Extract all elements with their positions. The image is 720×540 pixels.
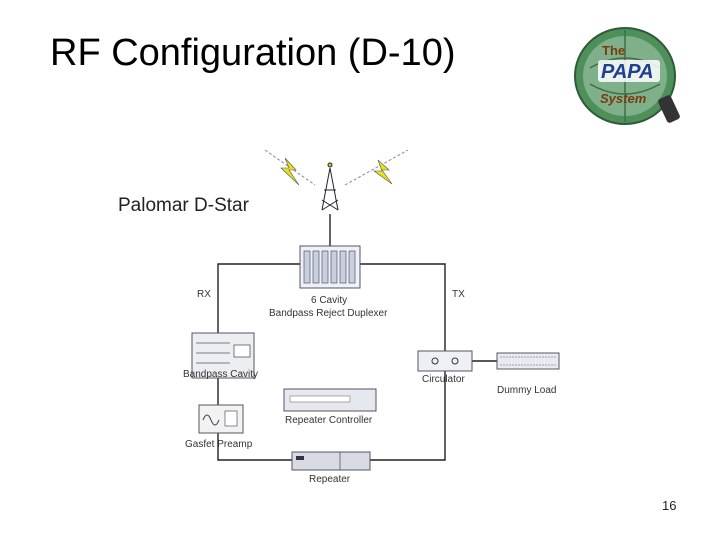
repeater-controller-icon [283,388,377,412]
bandpass-label: Bandpass Cavity [183,369,258,380]
preamp-label: Gasfet Preamp [185,439,253,450]
circulator-label: Circulator [422,374,465,385]
controller-label: Repeater Controller [285,415,373,426]
tx-label: TX [452,289,465,300]
signal-lightning-icon [344,149,409,186]
signal-lightning-icon [264,149,316,186]
circulator-icon [417,350,473,372]
slide-title: RF Configuration (D-10) [50,32,456,74]
logo-text-system: System [600,91,647,106]
duplexer-label-line2: Bandpass Reject Duplexer [269,308,388,319]
duplexer-label-line1: 6 Cavity [311,295,347,306]
duplexer-icon [299,245,361,289]
dummy-load-icon [496,352,560,370]
page-number: 16 [662,498,677,513]
repeater-label: Repeater [309,474,351,485]
logo-text-the: The [602,43,625,58]
rx-label: RX [197,289,211,300]
repeater-icon [291,451,371,471]
dummy-load-label: Dummy Load [497,385,556,396]
diagram-subtitle: Palomar D-Star [118,195,249,216]
logo-text-papa: PAPA [601,61,654,83]
antenna-tower-icon [321,162,339,211]
bandpass-cavity-icon [191,332,255,379]
preamp-icon [198,404,244,434]
coax-wiring [217,214,497,461]
papa-system-logo: The PAPA System [574,27,680,125]
